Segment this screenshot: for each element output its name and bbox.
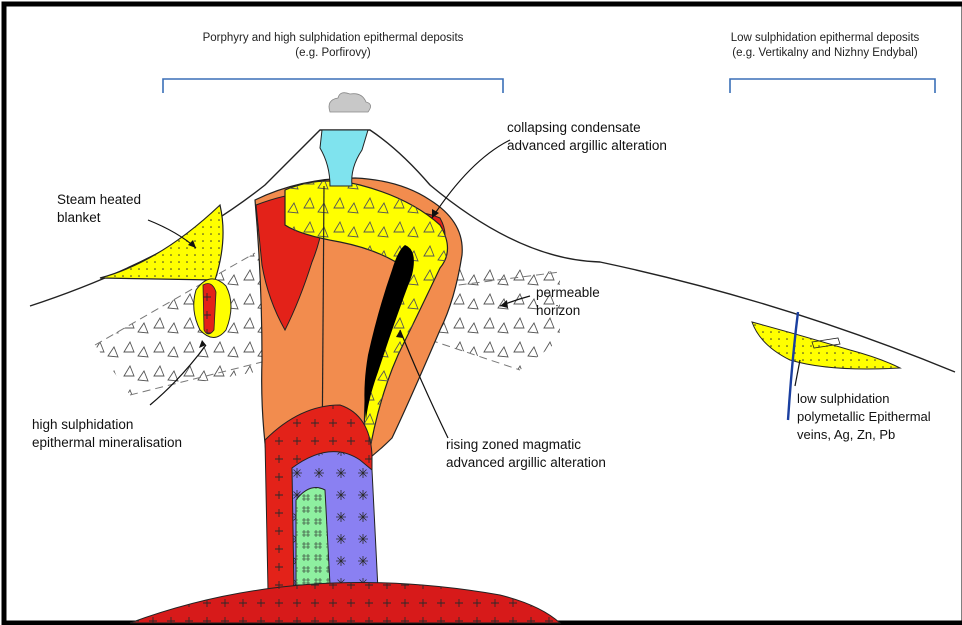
permeable-label-line1: permeable: [536, 284, 600, 302]
porphyry-bracket: [163, 79, 503, 93]
smoke-icon: [329, 93, 371, 112]
porphyry-header-line2: (e.g. Porfirovy): [163, 46, 503, 61]
porphyry-header-line1: Porphyry and high sulphidation epitherma…: [163, 31, 503, 46]
low-sulph-bracket: [730, 79, 935, 93]
permeable-label-line2: horizon: [536, 302, 600, 320]
high-sulph-label-line1: high sulphidation: [32, 416, 182, 434]
rising-label-line1: rising zoned magmatic: [446, 436, 606, 454]
low-sulph-veins-line3: veins, Ag, Zn, Pb: [797, 426, 931, 444]
low-sulph-header: Low sulphidation epithermal deposits (e.…: [690, 31, 960, 61]
porphyry-header: Porphyry and high sulphidation epitherma…: [163, 31, 503, 61]
steam-label-line1: Steam heated: [57, 191, 141, 209]
high-sulph-label-line2: epithermal mineralisation: [32, 434, 182, 452]
steam-label: Steam heated blanket: [57, 191, 141, 227]
low-sulph-veins-label: low sulphidation polymetallic Epithermal…: [797, 390, 931, 444]
permeable-label: permeable horizon: [536, 284, 600, 320]
rising-label: rising zoned magmatic advanced argillic …: [446, 436, 606, 472]
steam-label-line2: blanket: [57, 209, 141, 227]
arrow-low-sulph: [795, 360, 800, 386]
high-sulph-label: high sulphidation epithermal mineralisat…: [32, 416, 182, 452]
rising-label-line2: advanced argillic alteration: [446, 454, 606, 472]
collapsing-label-line1: collapsing condensate: [507, 119, 667, 137]
low-sulph-veins-line1: low sulphidation: [797, 390, 931, 408]
crater-fill: [320, 130, 368, 186]
collapsing-label-line2: advanced argillic alteration: [507, 137, 667, 155]
low-sulph-header-line2: (e.g. Vertikalny and Nizhny Endybal): [690, 46, 960, 61]
low-sulph-header-line1: Low sulphidation epithermal deposits: [690, 31, 960, 46]
low-sulph-veins-line2: polymetallic Epithermal: [797, 408, 931, 426]
arrow-collapsing: [432, 140, 510, 218]
collapsing-label: collapsing condensate advanced argillic …: [507, 119, 667, 155]
